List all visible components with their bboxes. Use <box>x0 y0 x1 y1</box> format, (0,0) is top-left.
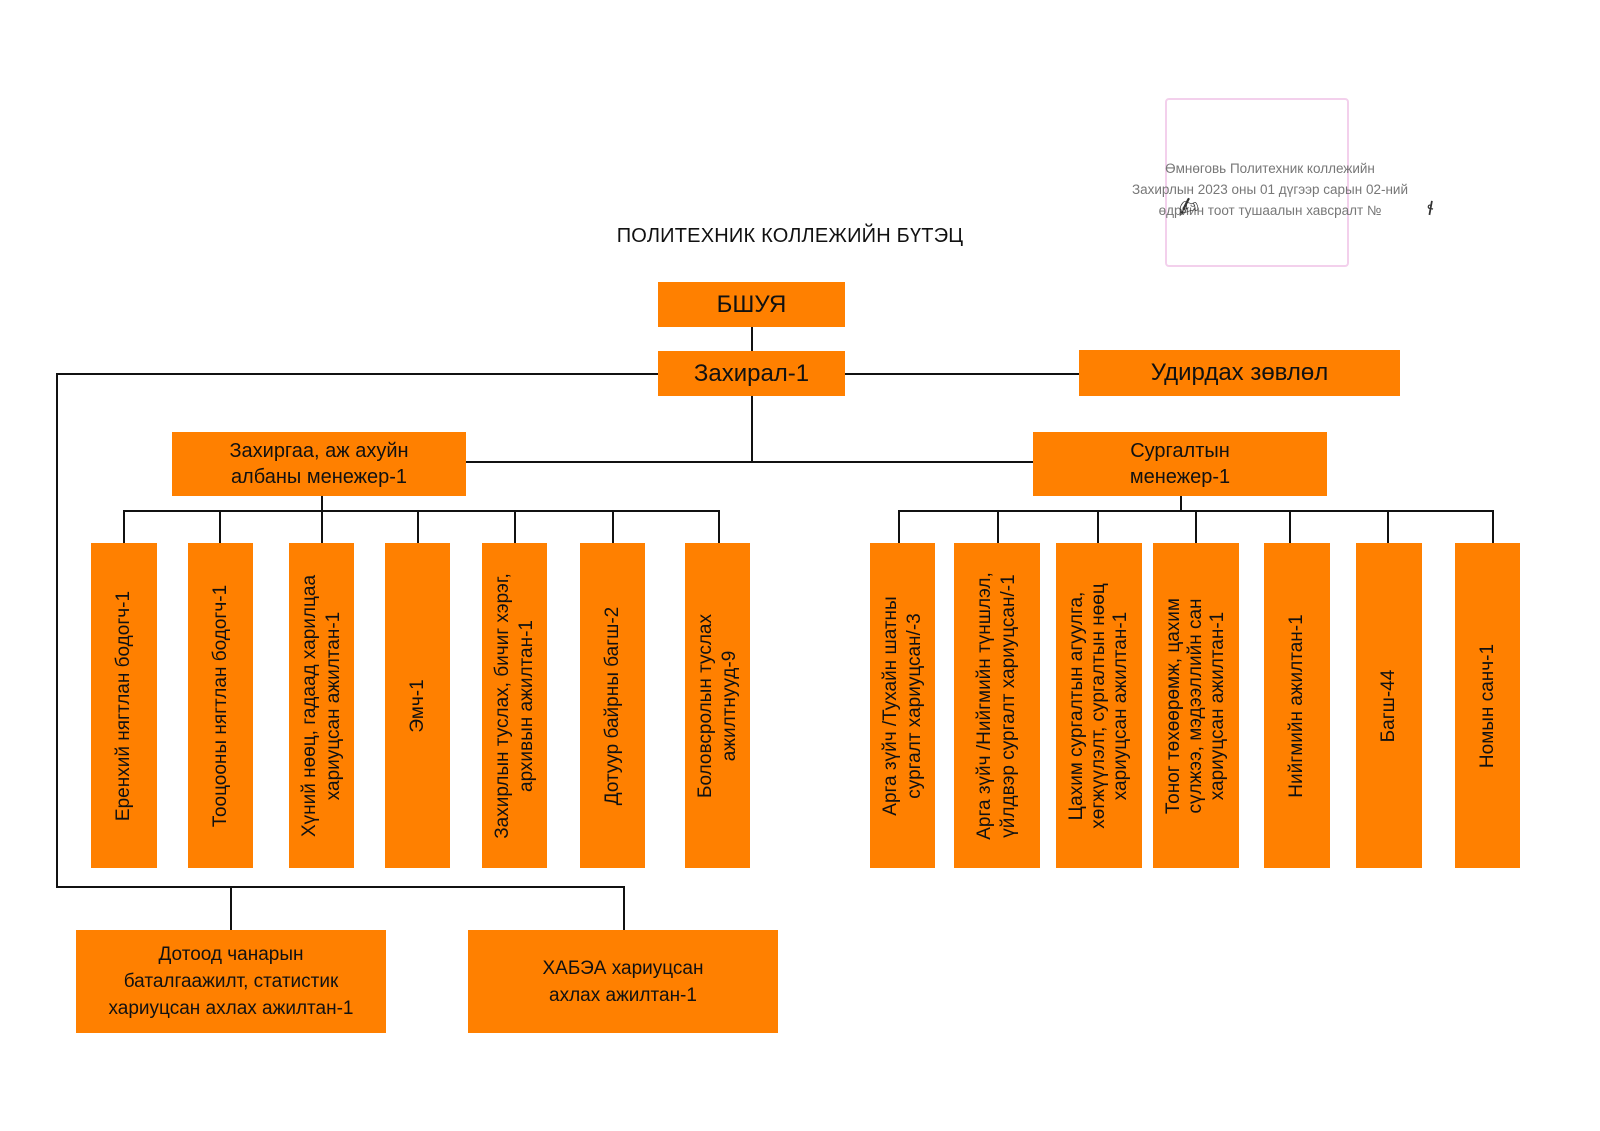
node-director-label: Захирал-1 <box>693 359 810 387</box>
admin-unit: Эмч-1 <box>385 543 450 868</box>
connector-ministry-director <box>751 327 753 351</box>
admin-unit: Хүний нөөц, гадаад харилцаа хариуцсан аж… <box>289 543 354 868</box>
connector-training-drop <box>1387 510 1389 543</box>
admin-unit-label: Захирлын туслах, бичиг хэрэг, архивын аж… <box>491 572 537 839</box>
connector-training-drop <box>898 510 900 543</box>
admin-unit-label: Эмч-1 <box>406 678 428 733</box>
admin-unit-label: Тооцооны нягтлан бодогч-1 <box>209 584 231 827</box>
admin-unit: Еренхий нягтлан бодогч-1 <box>91 543 157 868</box>
stamp-text: Өмнөговь Политехник коллежийн Захирлын 2… <box>1131 161 1409 218</box>
connector-admin-drop <box>612 510 614 543</box>
admin-unit-label: Еренхий нягтлан бодогч-1 <box>113 590 134 821</box>
connector-director-board <box>845 373 1079 375</box>
node-admin-manager-label: Захиргаа, аж ахуйн албаны менежер-1 <box>229 440 409 488</box>
node-ministry: БШУЯ <box>658 282 845 327</box>
connector-managers-bus <box>466 461 1033 463</box>
training-unit-label: Нийгмийн ажилтан-1 <box>1286 613 1307 798</box>
admin-unit: Тооцооны нягтлан бодогч-1 <box>188 543 253 868</box>
approval-stamp: Өмнөговь Политехник коллежийн Захирлын 2… <box>1085 88 1455 268</box>
training-unit: Тоног төхөөрөмж, цахим сүлжээ, мэдээллий… <box>1153 543 1239 868</box>
training-unit: Арга зүйч /Нийгмийн түншлэл, үйлдвэр сур… <box>954 543 1040 868</box>
node-admin-manager: Захиргаа, аж ахуйн албаны менежер-1 <box>172 432 466 496</box>
stamp-frame <box>1165 98 1349 267</box>
connector-admin-drop <box>321 510 323 543</box>
training-unit-label: Тоног төхөөрөмж, цахим сүлжээ, мэдээллий… <box>1163 597 1228 814</box>
connector-director-left-loop <box>56 373 658 375</box>
training-unit-label: Арга зүйч /Нийгмийн түншлэл, үйлдвэр сур… <box>974 571 1019 840</box>
connector-admin-drop <box>123 510 125 543</box>
connector-training-drop <box>997 510 999 543</box>
connector-admin-drop <box>718 510 720 543</box>
admin-unit: Дотуур байрны багш-2 <box>580 543 645 868</box>
connector-admin-drop <box>219 510 221 543</box>
admin-unit-label: Хүний нөөц, гадаад харилцаа хариуцсан аж… <box>298 574 344 837</box>
training-unit-label: Цахим сургалтын агуулга, хөгжүүлэлт, сур… <box>1066 582 1131 829</box>
chart-title: ПОЛИТЕХНИК КОЛЛЕЖИЙН БҮТЭЦ <box>616 225 964 247</box>
admin-unit: Захирлын туслах, бичиг хэрэг, архивын аж… <box>482 543 547 868</box>
node-board-label: Удирдах зөвлөл <box>1150 359 1329 386</box>
connector-training-drop <box>1097 510 1099 543</box>
connector-bottom-2 <box>623 886 625 930</box>
connector-training-drop <box>1289 510 1291 543</box>
node-training-manager-label: Сургалтын менежер-1 <box>1129 440 1231 488</box>
training-unit: Цахим сургалтын агуулга, хөгжүүлэлт, сур… <box>1056 543 1142 868</box>
connector-admin-drop <box>417 510 419 543</box>
connector-bottom-bus <box>56 886 625 888</box>
training-unit: Арга зүйч /Тухайн шатны сургалт хариуцса… <box>870 543 935 868</box>
admin-unit-label: Дотуур байрны багш-2 <box>601 606 623 805</box>
connector-left-vertical <box>56 373 58 888</box>
direct-report-quality: Дотоод чанарын баталгаажилт, статистик х… <box>76 930 386 1033</box>
node-ministry-label: БШУЯ <box>716 290 787 318</box>
direct-report-label: ХАБЭА хариуцсан ахлах ажилтан-1 <box>542 957 704 1006</box>
training-unit: Багш-44 <box>1356 543 1422 868</box>
connector-training-down <box>1180 496 1182 511</box>
connector-admin-drop <box>514 510 516 543</box>
training-unit-label: Багш-44 <box>1378 669 1399 742</box>
node-board: Удирдах зөвлөл <box>1079 350 1400 396</box>
connector-director-down <box>751 396 753 462</box>
admin-unit-label: Боловсролын туслах ажилтнууд-9 <box>694 613 740 798</box>
connector-training-drop <box>1492 510 1494 543</box>
training-unit: Номын санч-1 <box>1455 543 1520 868</box>
connector-admin-bus <box>124 510 720 512</box>
node-training-manager: Сургалтын менежер-1 <box>1033 432 1327 496</box>
connector-bottom-1 <box>230 886 232 930</box>
training-unit-label: Номын санч-1 <box>1476 643 1498 768</box>
connector-training-drop <box>1195 510 1197 543</box>
direct-report-label: Дотоод чанарын баталгаажилт, статистик х… <box>108 944 354 1019</box>
direct-report-safety: ХАБЭА хариуцсан ахлах ажилтан-1 <box>468 930 778 1033</box>
node-director: Захирал-1 <box>658 351 845 396</box>
training-unit: Нийгмийн ажилтан-1 <box>1264 543 1330 868</box>
training-unit-label: Арга зүйч /Тухайн шатны сургалт хариуцса… <box>879 595 925 816</box>
connector-admin-down <box>321 496 323 511</box>
admin-unit: Боловсролын туслах ажилтнууд-9 <box>685 543 750 868</box>
